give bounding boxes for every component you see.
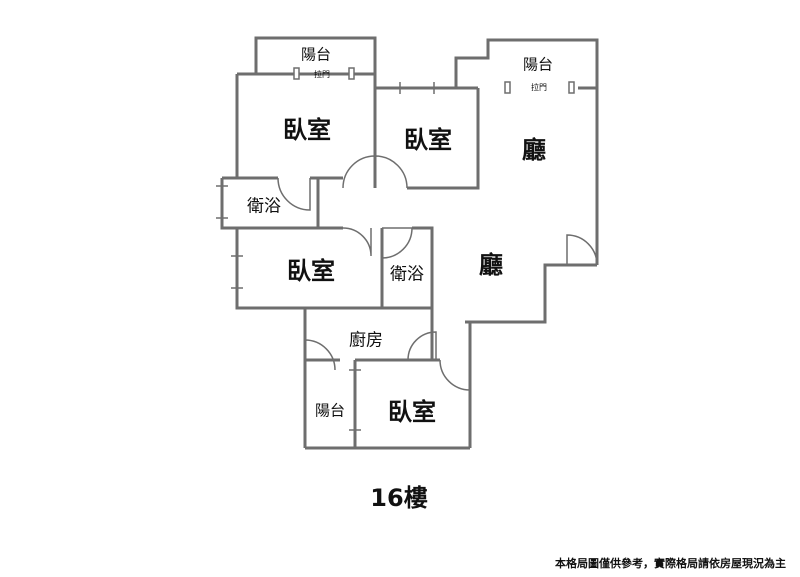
kitchen-label: 廚房 <box>349 330 383 351</box>
bedroom-top-middle-label: 臥室 <box>404 126 452 154</box>
bath-left-label: 衛浴 <box>247 196 281 217</box>
balcony-top-right-label: 陽台 <box>522 55 554 74</box>
sliding-door-right-label: 拉門 <box>531 83 547 92</box>
window-markers <box>216 82 435 431</box>
living-lower-label: 廳 <box>479 251 503 279</box>
balcony-bottom-label: 陽台 <box>314 401 346 420</box>
door-bath-center <box>381 227 413 259</box>
bedroom-bottom-label: 臥室 <box>388 398 436 426</box>
door-kitchen <box>407 331 437 361</box>
door-bedroom-middle-left <box>342 227 372 257</box>
door-bath-left <box>277 177 311 211</box>
balcony-top-left-label: 陽台 <box>300 45 332 64</box>
bath-center-walls <box>382 226 434 310</box>
door-bedroom-bottom <box>439 359 471 391</box>
living-upper-label: 廳 <box>522 136 546 164</box>
sliding-door-left-label: 拉門 <box>314 70 330 79</box>
sliding-doors <box>293 67 575 94</box>
bedroom-top-middle-walls <box>375 86 480 190</box>
door-entrance <box>566 234 598 266</box>
bedroom-middle-left-walls <box>235 226 384 310</box>
door-bedroom-top-left <box>342 155 376 189</box>
disclaimer-note: 本格局圖僅供參考，實際格局請依房屋現況為主 <box>555 557 786 570</box>
walls <box>220 36 599 450</box>
bottom-room-walls <box>305 358 470 450</box>
bath-center-label: 衛浴 <box>390 264 424 285</box>
living-step-wall <box>465 263 597 324</box>
door-bedroom-top-middle <box>374 155 408 189</box>
doors <box>277 155 598 391</box>
bedroom-top-left-walls <box>235 72 377 188</box>
door-balcony-bottom <box>304 339 336 390</box>
slider-right-b <box>568 81 575 94</box>
bedroom-top-left-label: 臥室 <box>283 116 331 144</box>
bedroom-middle-left-label: 臥室 <box>287 257 335 285</box>
slider-left-a <box>293 67 300 80</box>
slider-left-b <box>348 67 355 80</box>
kitchen-walls <box>303 308 434 448</box>
slider-right-a <box>504 81 511 94</box>
balcony-top-left-walls <box>254 36 377 88</box>
floor-level-label: 16樓 <box>370 484 428 512</box>
